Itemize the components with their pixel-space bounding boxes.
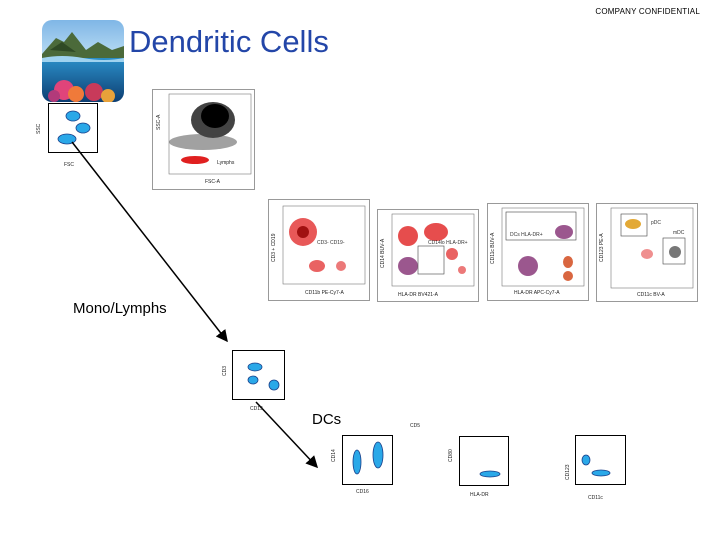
plot2-x-label: HLA-DR BV421-A: [398, 292, 439, 298]
ocean-logo-image: [42, 20, 124, 102]
axis-label-fsc: FSC: [64, 162, 74, 168]
arrow-to-cd3-plot: [71, 141, 228, 343]
scatter-gate-label: Lymphs: [217, 160, 235, 166]
schematic-cd14-cd16-plot: [342, 435, 393, 485]
schematic-cd80-hladr-plot: [459, 436, 509, 486]
population-ellipse: [247, 362, 263, 372]
svg-text:CD14lo HLA-DR+: CD14lo HLA-DR+: [428, 240, 468, 246]
density-plot-3: DCs HLA-DR+ CD11c BUV-A HLA-DR APC-Cy7-A: [487, 203, 589, 301]
population-ellipse: [581, 454, 591, 466]
scatter-plot-ssc-fsc: Lymphs SSC-A FSC-A: [152, 89, 255, 190]
population-ellipse: [268, 379, 280, 391]
population-ellipse: [65, 110, 81, 122]
lymph-gate-fill: [181, 156, 209, 164]
svg-text:mDC: mDC: [673, 230, 685, 236]
schematic-cd123-cd11c-plot: [575, 435, 626, 485]
schematic-cd3-cd19-plot: [232, 350, 285, 400]
svg-text:CD3- CD19-: CD3- CD19-: [317, 240, 345, 246]
page-title: Dendritic Cells: [129, 24, 329, 59]
scatter-x-label: FSC-A: [205, 179, 220, 185]
dcs-label: DCs: [312, 411, 342, 428]
population-ellipse: [372, 441, 384, 469]
svg-text:DCs HLA-DR+: DCs HLA-DR+: [510, 232, 543, 238]
density-cloud: [169, 102, 237, 150]
axis-label-cd80: CD80: [448, 449, 454, 462]
axis-label-cd14: CD14: [331, 449, 337, 462]
population-ellipse: [479, 470, 501, 478]
axis-label-cd16: CD16: [356, 489, 369, 495]
density-plot-2: CD14lo HLA-DR+ CD14 BUV-A HLA-DR BV421-A: [377, 209, 479, 302]
population-ellipse: [591, 469, 611, 477]
population-ellipse: [247, 375, 259, 385]
arrow-to-cd14-plot: [255, 401, 319, 469]
axis-label-hla-dr: HLA-DR: [470, 492, 489, 498]
population-ellipse: [352, 449, 362, 475]
plot4-x-label: CD11c BV-A: [637, 292, 665, 298]
density-plot-4: pDC mDC CD123 PE-A CD11c BV-A: [596, 203, 698, 302]
axis-label-cd19: CD19: [250, 406, 263, 412]
population-ellipse: [57, 133, 77, 145]
axis-label-cd5: CD5: [410, 423, 421, 429]
schematic-fsc-ssc-plot: [48, 103, 98, 153]
plot3-x-label: HLA-DR APC-Cy7-A: [514, 290, 560, 296]
confidential-label: COMPANY CONFIDENTIAL: [595, 7, 700, 16]
svg-text:pDC: pDC: [651, 220, 661, 226]
density-plot-1: CD3- CD19- CD3 + CD19 CD11b PE-Cy7-A: [268, 199, 370, 301]
axis-label-cd3: CD3: [222, 365, 228, 376]
mono-lymphs-label: Mono/Lymphs: [73, 300, 167, 317]
plot1-x-label: CD11b PE-Cy7-A: [305, 290, 344, 296]
axis-label-cd11c: CD11c: [588, 495, 603, 501]
axis-label-cd123: CD123: [565, 464, 571, 480]
population-ellipse: [75, 122, 91, 134]
